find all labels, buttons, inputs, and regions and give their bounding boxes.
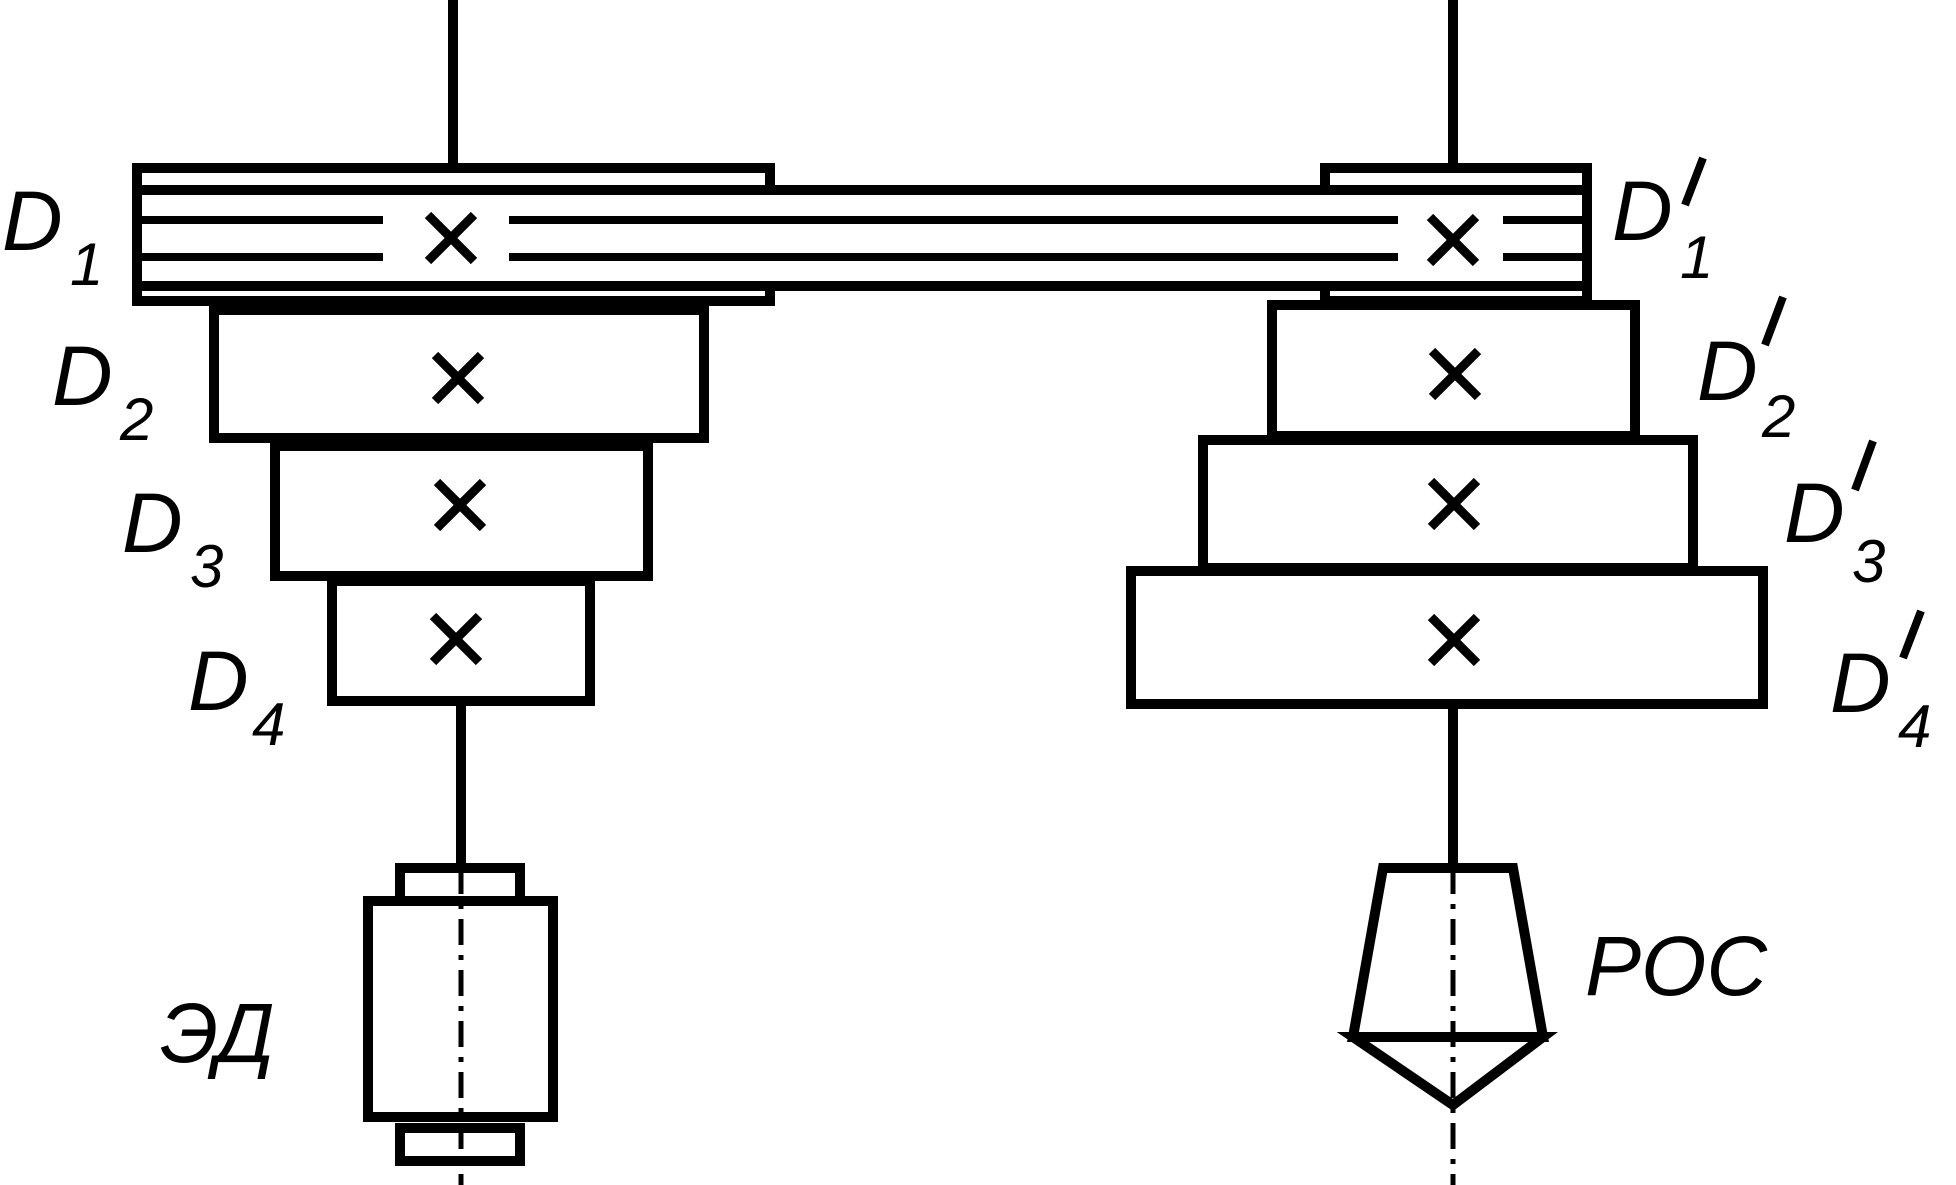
left-label-d4-letter: D (188, 634, 249, 728)
cross-left-d4 (429, 612, 483, 666)
left-label-d2-index: 2 (119, 386, 153, 453)
right-label-d3-prime (1851, 439, 1877, 492)
left-label-d4-index: 4 (252, 691, 285, 758)
spindle-tapered-body (1347, 863, 1549, 1042)
left-label-d2-letter: D (52, 329, 113, 423)
belt (132, 185, 1592, 291)
right-label-d1-letter: D (1612, 164, 1673, 258)
right-label-d2-index: 2 (1761, 383, 1795, 450)
right-label-d3: D 3 (1784, 439, 1885, 595)
belt-body (132, 185, 1592, 291)
right-label-d4: D 4 (1830, 609, 1931, 760)
cross-right-d1 (1426, 213, 1480, 267)
right-label-d2-letter: D (1697, 324, 1758, 418)
right-label-d4-index: 4 (1898, 693, 1931, 760)
cross-right-d3 (1427, 477, 1481, 531)
motor-label: ЭД (160, 986, 275, 1080)
cross-right-d4 (1427, 613, 1481, 667)
left-label-d3: D 3 (122, 476, 223, 600)
right-label-d1-index: 1 (1680, 224, 1713, 291)
left-label-d1-index: 1 (70, 231, 103, 298)
cross-right-d2 (1428, 347, 1482, 401)
right-label-d3-index: 3 (1852, 528, 1885, 595)
left-label-d4: D 4 (188, 634, 285, 758)
right-label-d2: D 2 (1697, 295, 1795, 450)
left-label-d3-letter: D (122, 476, 183, 570)
right-label-d4-letter: D (1830, 636, 1891, 730)
axis-crosses (424, 211, 1482, 667)
right-label-d1-prime (1681, 156, 1707, 207)
spindle-tip (1336, 1032, 1558, 1112)
right-label-d1: D 1 (1612, 156, 1713, 291)
left-label-d1-letter: D (2, 174, 63, 268)
left-label-d3-index: 3 (190, 533, 223, 600)
cross-left-d1 (424, 211, 478, 265)
cross-left-d2 (431, 351, 485, 405)
spindle-label: РОС (1585, 919, 1768, 1013)
right-label-d4-prime (1899, 609, 1925, 660)
left-label-d2: D 2 (52, 329, 153, 453)
right-label-d3-letter: D (1784, 466, 1845, 560)
right-label-d2-prime (1761, 295, 1787, 347)
left-label-d1: D 1 (2, 174, 103, 298)
cross-left-d3 (433, 478, 487, 532)
electric-motor (363, 863, 558, 1185)
spindle-tool (1336, 863, 1558, 1185)
